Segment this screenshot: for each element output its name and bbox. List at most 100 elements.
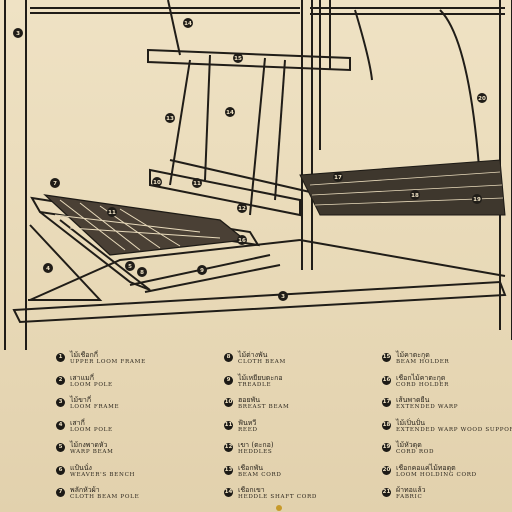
legend-item-number: 20	[382, 465, 391, 475]
diagram-callout-number: 11	[193, 181, 201, 187]
legend-item-thai: ไม้หัวตุด	[396, 441, 422, 449]
legend-item-english: CLOTH BEAM	[238, 359, 286, 365]
legend-item: 2 เสาแมกี่LOOM POLE	[56, 373, 216, 396]
diagram-callout-number: 16	[238, 238, 246, 244]
legend-item-english: EXTENDED WARP WOOD SUPPORT	[396, 426, 512, 433]
legend-item-number: 8	[224, 353, 233, 362]
legend-item-thai: ไม้กงพาดหัว	[70, 441, 108, 449]
legend-item-english: CORD HOLDER	[396, 381, 449, 388]
legend-item-thai: ไม้เหยียบตะกอ	[238, 373, 283, 382]
legend-item-english: CLOTH BEAM POLE	[70, 494, 140, 500]
legend-item-english: HEDDLE SHAFT CORD	[238, 494, 318, 500]
legend-item-english: REED	[238, 426, 258, 433]
legend-item-number: 10	[224, 398, 233, 407]
legend-item-english: LOOM POLE	[70, 426, 113, 433]
diagram-callout-number: 4	[46, 266, 50, 272]
legend-item-english: CORD ROD	[396, 449, 435, 455]
diagram-callout-number: 14	[184, 21, 192, 27]
diagram-callout-number: 19	[473, 197, 481, 203]
legend-item-number: 11	[224, 420, 233, 430]
legend-item-thai: เสากี่	[70, 418, 85, 427]
legend-item-number: 9	[224, 375, 233, 385]
legend-item-number: 17	[382, 398, 391, 407]
legend-item: 12 เขา (ตะกอ)HEDDLES	[224, 440, 376, 463]
legend-item-english: LOOM FRAME	[70, 404, 120, 410]
legend-item-thai: ผ้าทอแล้ว	[396, 486, 426, 494]
diagram-callout-number: 5	[128, 264, 132, 270]
legend-item-english: UPPER LOOM FRAME	[70, 359, 146, 365]
legend-item-english: FABRIC	[396, 494, 423, 500]
legend-item-english: WARP BEAM	[70, 449, 114, 455]
legend-item-english: HEDDLES	[238, 449, 273, 455]
legend-item-thai: เสาแมกี่	[70, 373, 94, 382]
diagram-callout-number: 14	[226, 110, 234, 116]
legend-item-number: 12	[224, 443, 233, 452]
legend-item: 4 เสากี่LOOM POLE	[56, 418, 216, 441]
legend-item-thai: เส้นพาดยืน	[396, 396, 430, 404]
legend-item-thai: พลักหัวผ้า	[70, 486, 100, 494]
diagram-callout-number: 12	[238, 206, 246, 212]
legend-item-english: BEAM CORD	[238, 471, 282, 478]
legend-item-number: 4	[56, 420, 65, 430]
legend-item-number: 21	[382, 488, 391, 497]
diagram-callout-number: 7	[53, 181, 57, 187]
legend-item-english: EXTENDED WARP	[396, 404, 459, 410]
legend-item-thai: ไม้เชือกกี่	[70, 351, 98, 359]
bottom-marker-dot	[276, 505, 282, 511]
diagram-callout-number: 17	[334, 175, 342, 181]
legend-item-number: 16	[382, 375, 391, 385]
legend-item-thai: แป้นนั่ง	[70, 463, 92, 472]
diagram-callout-number: 9	[200, 268, 204, 274]
legend-item-number: 18	[382, 420, 391, 430]
legend-item-number: 2	[56, 375, 65, 385]
legend-item-english: WEAVER'S BENCH	[70, 471, 136, 478]
legend-item-thai: เขา (ตะกอ)	[238, 441, 274, 449]
legend-item-english: LOOM POLE	[70, 381, 113, 388]
diagram-callout-number: 13	[166, 116, 174, 122]
diagram-callout-number: 20	[478, 96, 486, 102]
diagram-callout-number: 10	[153, 180, 161, 186]
legend-item-thai: ไม้คาตะกุด	[396, 351, 430, 359]
legend-item-number: 14	[224, 488, 233, 497]
legend-item-thai: เชือกไม้คาตะกุด	[396, 373, 446, 382]
legend-item-number: 13	[224, 465, 233, 475]
legend-item-number: 7	[56, 488, 65, 497]
legend-item-english: LOOM HOLDING CORD	[396, 471, 477, 478]
legend-item-number: 15	[382, 353, 391, 362]
legend-item-thai: ไม้ขากี่	[70, 396, 92, 404]
legend-item-thai: ไม้ต่างพัน	[238, 351, 268, 359]
legend-item-english: BEAM HOLDER	[396, 359, 450, 365]
legend-item-thai: ฮอยพัน	[238, 396, 260, 404]
legend-item-number: 6	[56, 465, 65, 475]
diagram-callout-number: 18	[411, 193, 419, 199]
legend-item-thai: เชือกพัน	[238, 463, 263, 472]
legend-item-thai: ฟันหวี	[238, 418, 257, 427]
legend-item-number: 5	[56, 443, 65, 452]
legend-item-english: TREADLE	[238, 381, 272, 388]
legend-item-thai: เชือกคอแค่ไม้ทอดุต	[396, 463, 456, 472]
diagram-callout-number: 3	[281, 294, 285, 300]
legend-item-english: BREAST BEAM	[238, 404, 290, 410]
